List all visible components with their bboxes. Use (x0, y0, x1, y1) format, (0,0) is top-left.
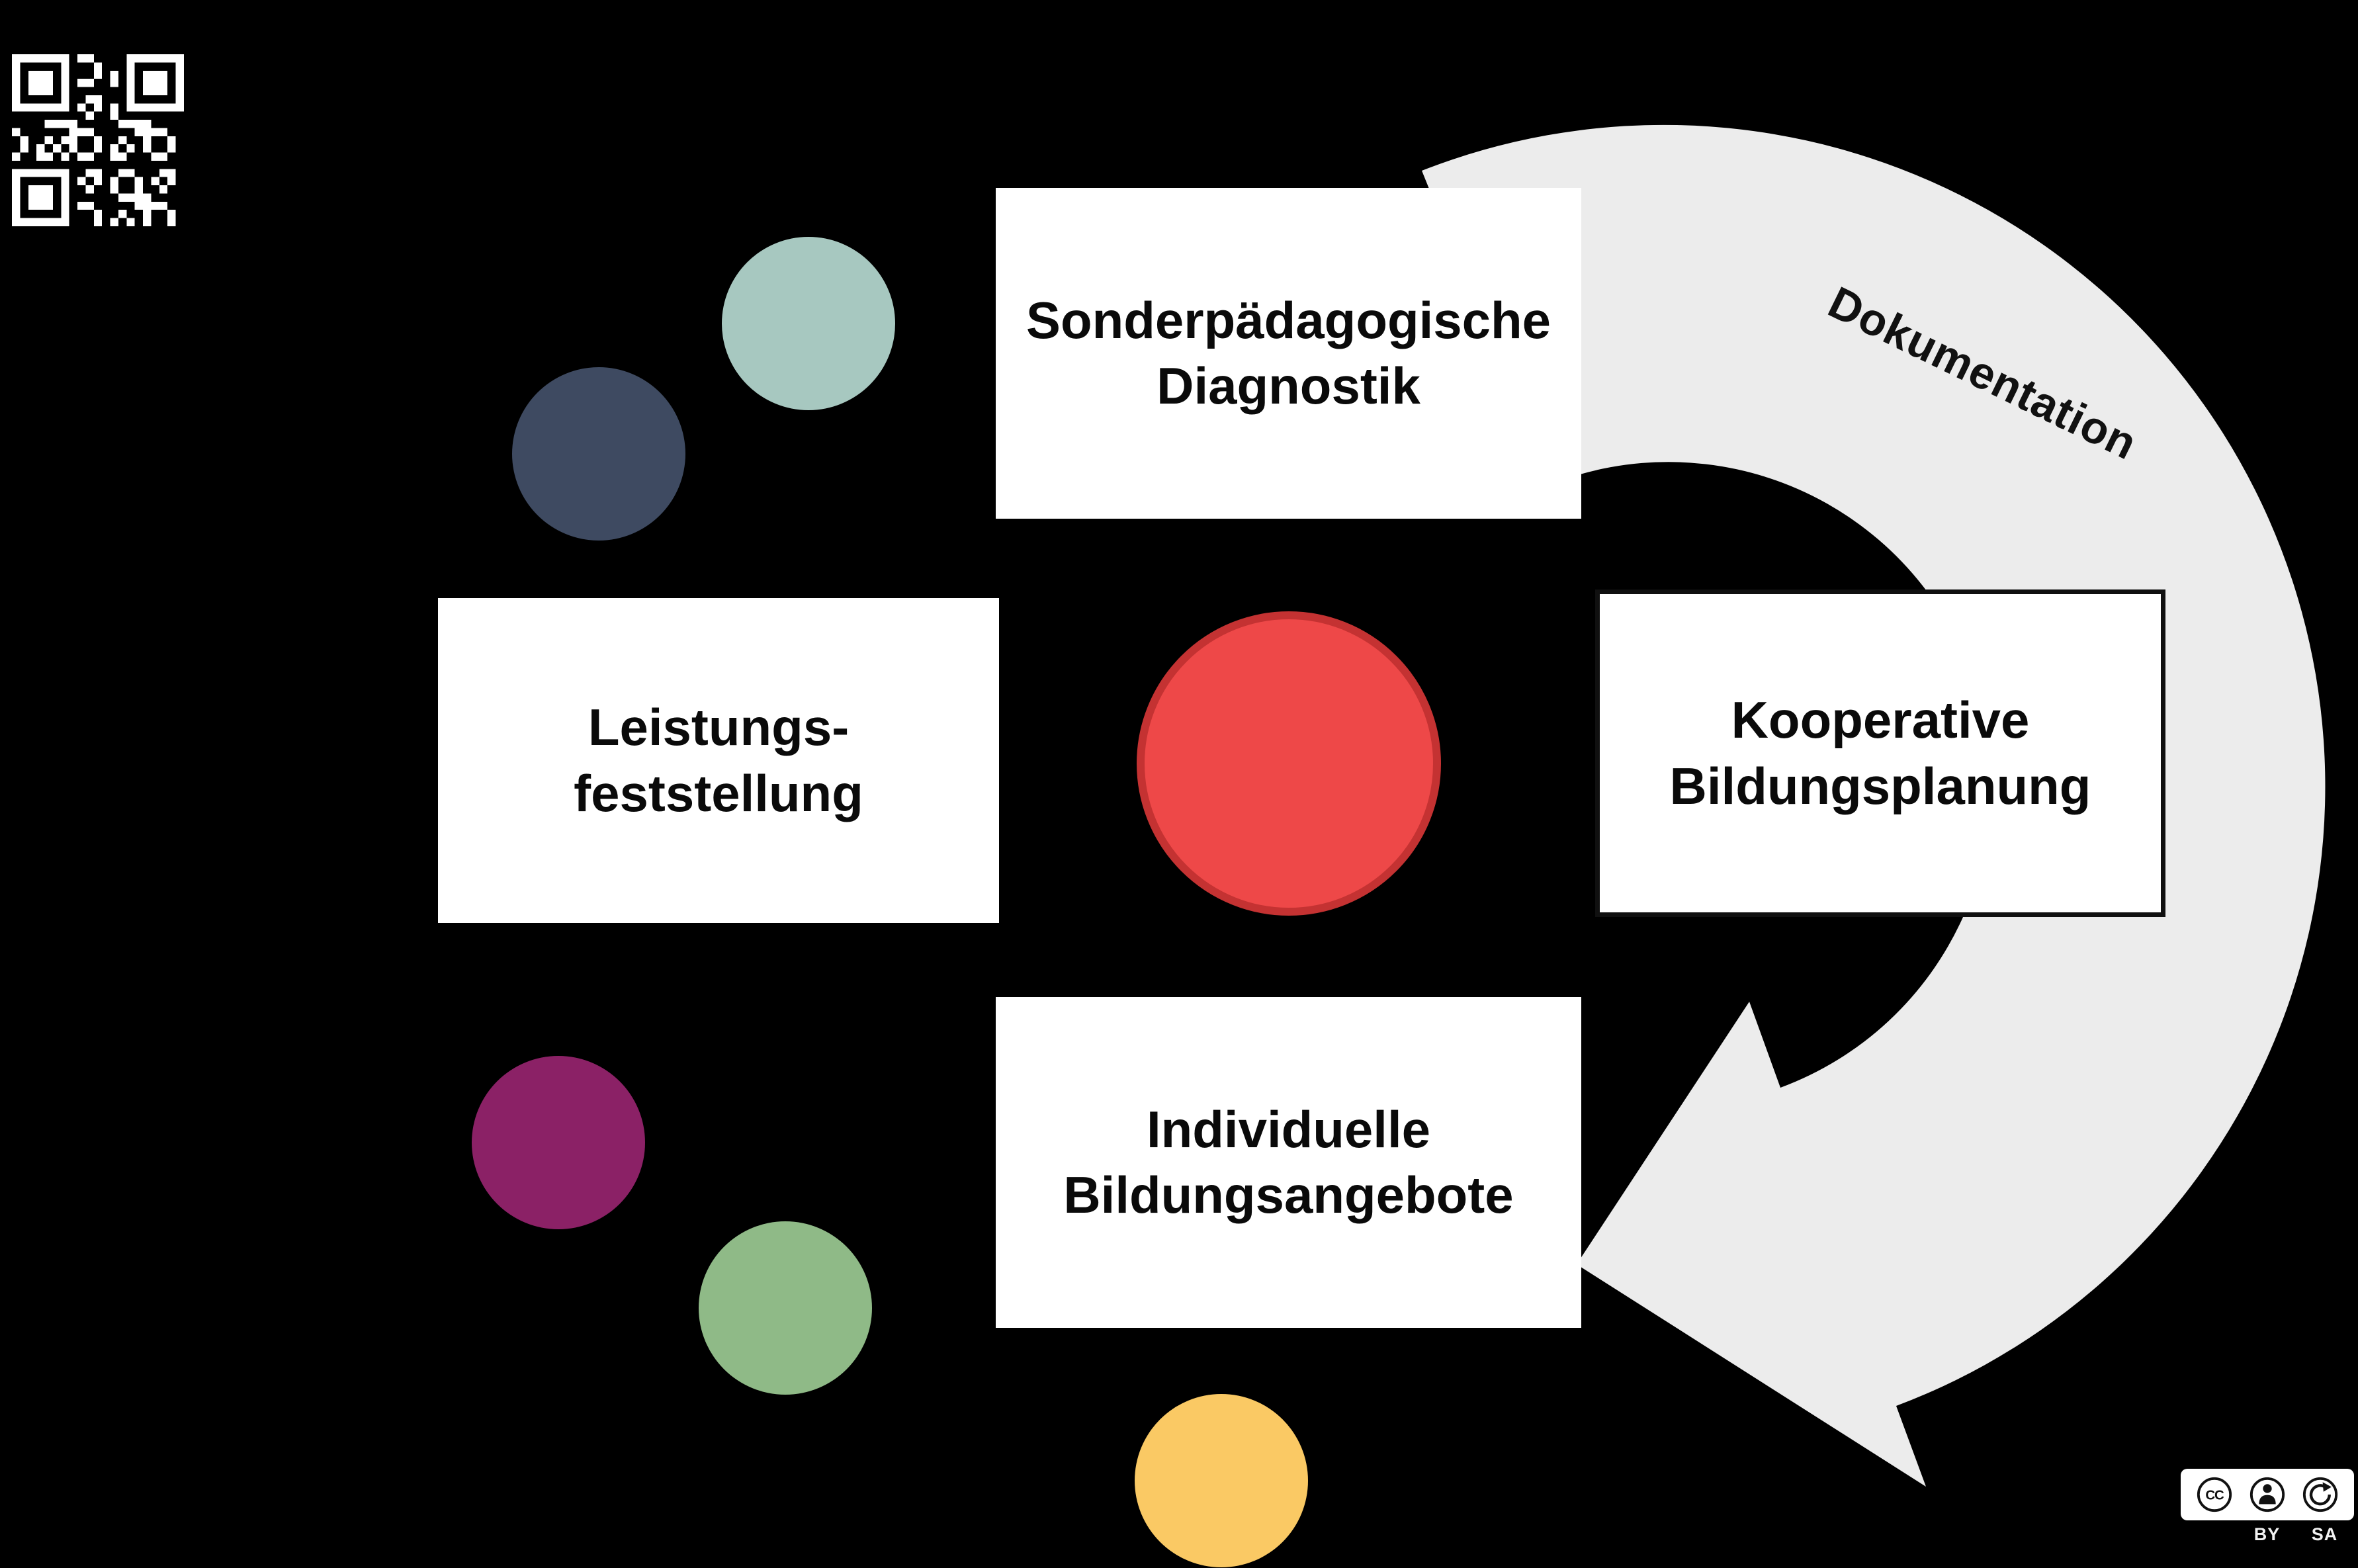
decorative-circle-teal (722, 237, 895, 410)
decorative-circle-purple (472, 1056, 645, 1229)
box-leistungsfeststellung: Leistungs- feststellung (438, 598, 999, 923)
box-line: Diagnostik (1157, 357, 1420, 415)
cc-sa-label: SA (2311, 1524, 2338, 1544)
cc-logo-icon: CC (2197, 1477, 2232, 1512)
cc-by-label: BY (2253, 1524, 2281, 1544)
cc-badge-plate: CC (2181, 1469, 2354, 1520)
qr-code (12, 54, 184, 226)
box-line: Leistungs- (588, 698, 850, 757)
box-line: Bildungsplanung (1669, 756, 2091, 815)
cc-badge-labels: BY SA (2181, 1524, 2354, 1545)
box-line: Bildungsangebote (1063, 1166, 1514, 1224)
box-kooperative-bildungsplanung: Kooperative Bildungsplanung (1595, 589, 2165, 917)
cycle-arrow-body (1422, 124, 2326, 1487)
box-line: feststellung (574, 763, 863, 822)
cc-sa-arrow-icon (2302, 1477, 2338, 1512)
center-circle-red (1137, 611, 1441, 916)
box-line: Sonderpädagogische (1026, 290, 1551, 349)
decorative-circle-green (699, 1221, 872, 1395)
box-line: Individuelle (1146, 1100, 1431, 1158)
decorative-circle-yellow (1135, 1394, 1308, 1567)
box-line: Kooperative (1731, 691, 2030, 750)
box-individuelle-bildungsangebote: Individuelle Bildungsangebote (996, 997, 1581, 1328)
box-sonderpaedagogische-diagnostik: Sonderpädagogische Diagnostik (996, 188, 1581, 519)
cc-by-person-icon (2249, 1477, 2285, 1512)
cc-label-spacer (2181, 1524, 2238, 1545)
cc-license-badge: CC BY SA (2181, 1469, 2354, 1545)
decorative-circle-slate (512, 367, 685, 541)
svg-text:CC: CC (2205, 1487, 2224, 1503)
